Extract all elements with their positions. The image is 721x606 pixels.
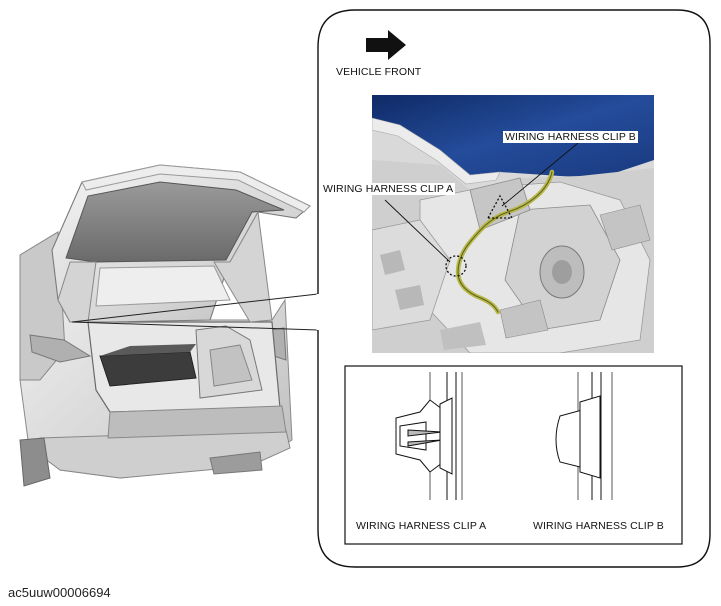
front-arrow-icon	[366, 30, 406, 60]
clip-detail-box	[344, 365, 683, 545]
clip-a-caption: WIRING HARNESS CLIP A	[356, 520, 487, 532]
clip-b-label: WIRING HARNESS CLIP B	[503, 131, 638, 143]
clip-a-marker	[445, 255, 467, 277]
clip-b-caption: WIRING HARNESS CLIP B	[533, 520, 664, 532]
clip-a-label: WIRING HARNESS CLIP A	[321, 183, 456, 195]
clip-b-icon	[555, 372, 613, 500]
clip-b-leader	[501, 142, 579, 207]
clip-b-marker	[486, 194, 514, 219]
callout-leader-lines	[71, 293, 319, 331]
figure-code: ac5uuw00006694	[8, 585, 111, 600]
clip-a-leader	[384, 199, 451, 263]
vehicle-front-label: VEHICLE FRONT	[336, 66, 422, 78]
clip-a-icon	[395, 372, 463, 500]
vehicle-illustration	[19, 164, 311, 487]
